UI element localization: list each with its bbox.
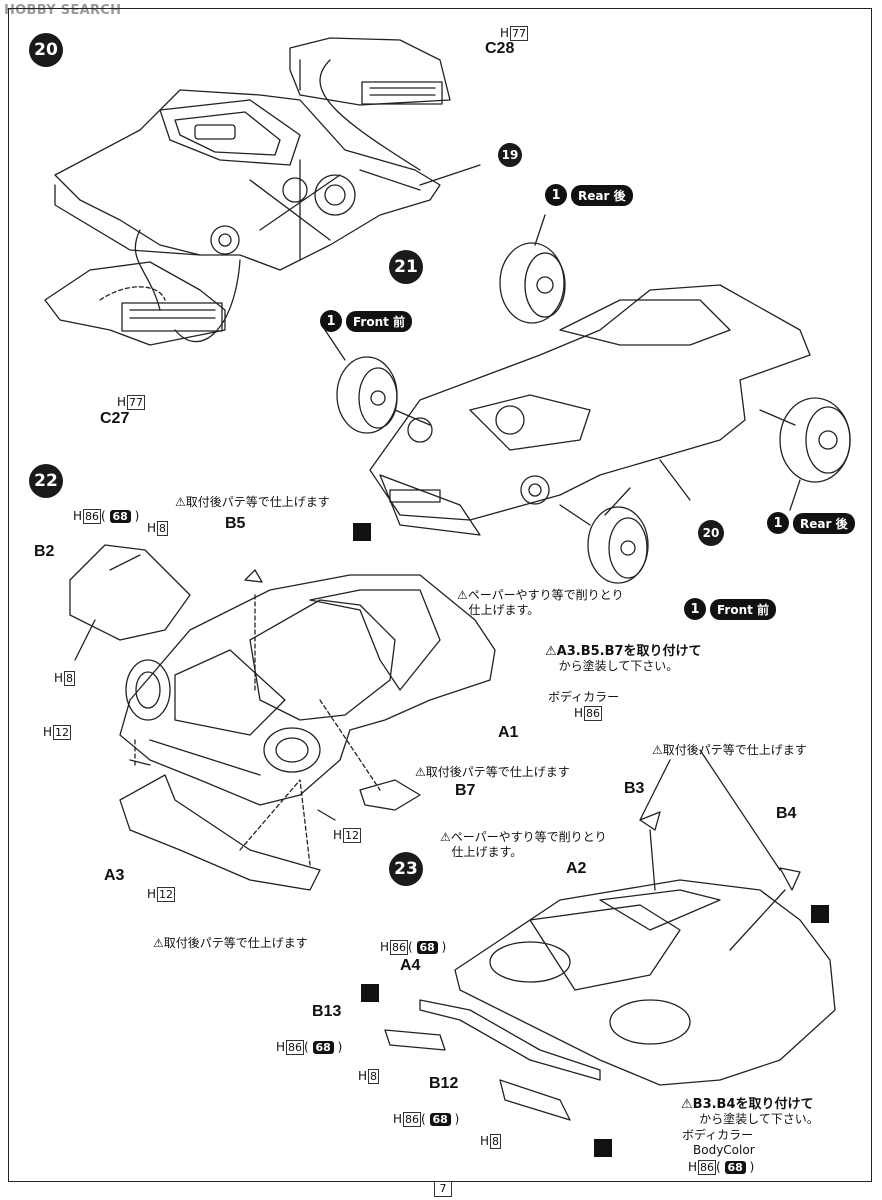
- note-body-color-jp: ボディカラー: [682, 1128, 754, 1142]
- glue-icon-b13: [361, 984, 379, 1002]
- note-putty-b5: ⚠取付後パテ等で仕上げます: [175, 495, 330, 509]
- part-c27: C27: [100, 410, 130, 427]
- part-b5: B5: [225, 515, 246, 532]
- step22-body-drawing: [69, 544, 496, 891]
- part-a2: A2: [566, 860, 587, 877]
- part-b2: B2: [34, 543, 55, 560]
- decal-icon-step22: [353, 523, 371, 541]
- part-a4: A4: [400, 957, 421, 974]
- step-21-badge: 21: [389, 250, 423, 284]
- note-putty-b7: ⚠取付後パテ等で仕上げます: [415, 765, 570, 779]
- glue-icon-b12: [594, 1139, 612, 1157]
- note-body-color-a1: ボディカラー: [548, 690, 620, 704]
- part-a3: A3: [104, 867, 125, 884]
- note-putty-b3b4: ⚠取付後パテ等で仕上げます: [652, 743, 807, 757]
- note-sand-a2: ⚠ペーパーやすり等で削りとり 仕上げます。: [440, 830, 607, 859]
- note-attach-a: ⚠A3.B5.B7を取り付けて から塗装して下さい。: [545, 644, 702, 673]
- step-19-ref-badge: 19: [498, 143, 522, 167]
- part-b4: B4: [776, 805, 797, 822]
- decal-icon-step23: [811, 905, 829, 923]
- note-sand-a1: ⚠ペーパーやすり等で削りとり 仕上げます。: [457, 588, 624, 617]
- watermark: HOBBY SEARCH: [4, 3, 122, 18]
- step-20-badge: 20: [29, 33, 63, 67]
- part-b13: B13: [312, 1003, 342, 1020]
- step21-chassis-drawing: [324, 214, 851, 584]
- step23-cover-drawing: [384, 749, 836, 1121]
- step-23-badge: 23: [389, 852, 423, 886]
- part-c28: C28: [485, 40, 515, 57]
- page-number: 7: [434, 1181, 452, 1197]
- note-body-color-en: BodyColor: [693, 1143, 755, 1157]
- step-22-badge: 22: [29, 464, 63, 498]
- part-a1: A1: [498, 724, 519, 741]
- part-b12: B12: [429, 1075, 459, 1092]
- note-attach-b: ⚠B3.B4を取り付けて から塗装して下さい。: [681, 1097, 819, 1126]
- step-20-ref-badge: 20: [698, 520, 724, 546]
- step20-chassis-drawing: [44, 37, 481, 346]
- part-b7: B7: [455, 782, 476, 799]
- part-b3: B3: [624, 780, 645, 797]
- note-putty-a3: ⚠取付後パテ等で仕上げます: [153, 936, 308, 950]
